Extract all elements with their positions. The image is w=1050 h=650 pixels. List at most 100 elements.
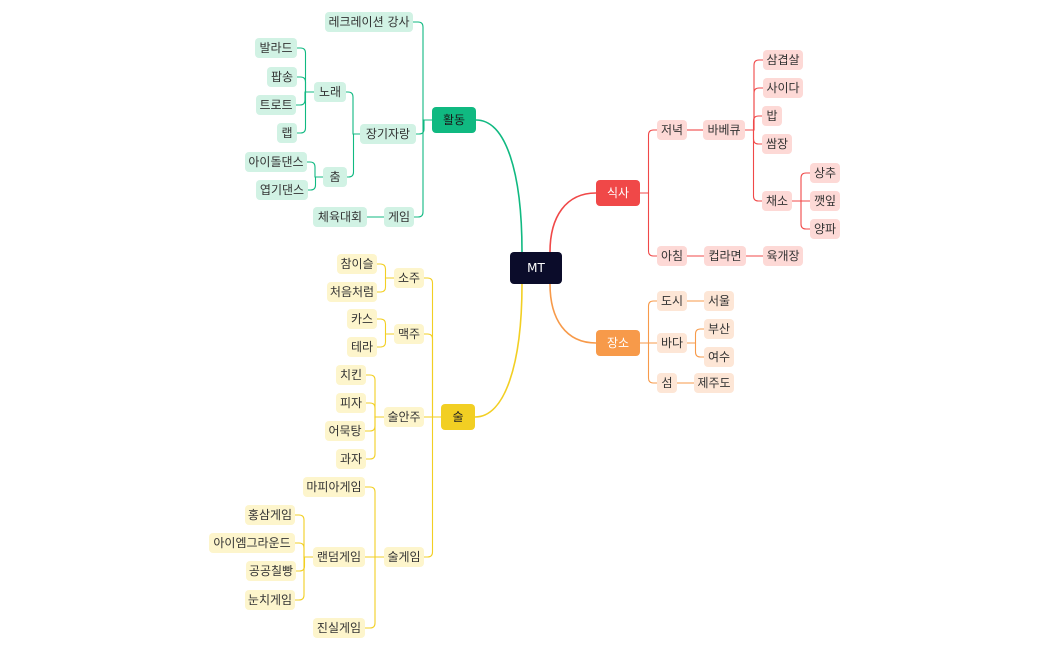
node-label: 발라드	[259, 41, 293, 55]
node-lettuce[interactable]: 상추	[810, 163, 840, 183]
node-label: 엽기댄스	[259, 183, 305, 197]
node-beer[interactable]: 맥주	[394, 324, 424, 344]
node-jeju[interactable]: 제주도	[694, 373, 734, 393]
node-label: 체육대회	[317, 210, 363, 224]
node-cider[interactable]: 사이다	[763, 78, 803, 98]
node-samgyeopsal[interactable]: 삼겹살	[763, 50, 803, 70]
connector-root-alcohol	[474, 283, 523, 418]
node-label: 공공칠빵	[248, 564, 294, 578]
node-bbq[interactable]: 바베큐	[703, 120, 745, 140]
node-rap[interactable]: 랩	[277, 123, 297, 143]
connector-snacks-chicken	[366, 374, 384, 418]
node-red-ginseng-game[interactable]: 홍삼게임	[245, 505, 295, 525]
node-chips[interactable]: 과자	[336, 449, 366, 469]
connector-talent-show-dance	[347, 133, 360, 178]
node-label: 장기자랑	[365, 127, 411, 141]
node-chicken[interactable]: 치킨	[336, 365, 366, 385]
node-rice[interactable]: 밥	[762, 106, 782, 126]
node-drinking-games[interactable]: 술게임	[384, 547, 424, 567]
node-random-game[interactable]: 랜덤게임	[313, 547, 365, 567]
node-label: 도시	[660, 294, 684, 308]
node-alcohol[interactable]: 술	[441, 404, 475, 430]
node-label: 바다	[660, 336, 684, 350]
node-label: 제주도	[697, 376, 731, 390]
node-label: 부산	[707, 322, 731, 336]
node-cup-noodle[interactable]: 컵라면	[704, 246, 746, 266]
node-yeosu[interactable]: 여수	[704, 347, 734, 367]
node-island[interactable]: 섬	[657, 373, 677, 393]
node-recreation-instructor[interactable]: 레크레이션 강사	[325, 12, 413, 32]
node-label: 저녁	[660, 123, 684, 137]
node-fishcake-soup[interactable]: 어묵탕	[325, 421, 365, 441]
connector-snacks-chips	[366, 416, 384, 460]
node-activity[interactable]: 활동	[432, 107, 476, 133]
node-label: 바베큐	[707, 123, 741, 137]
node-place[interactable]: 장소	[596, 330, 640, 356]
node-ssamjang[interactable]: 쌈장	[762, 134, 792, 154]
node-label: 춤	[329, 170, 341, 184]
connector-song-ballad	[297, 47, 314, 93]
node-trot[interactable]: 트로트	[256, 95, 296, 115]
node-idol-dance[interactable]: 아이돌댄스	[245, 152, 307, 172]
node-cheoeumcheoreom[interactable]: 처음처럼	[327, 282, 377, 302]
node-seoul[interactable]: 서울	[704, 291, 734, 311]
node-label: 서울	[707, 294, 731, 308]
node-root[interactable]: MT	[510, 252, 562, 284]
node-label: 아이엠그라운드	[213, 536, 291, 550]
node-label: 어묵탕	[328, 424, 362, 438]
connector-sea-yeosu	[687, 342, 704, 358]
connector-drinking-games-mafia-game	[365, 486, 384, 558]
node-dinner[interactable]: 저녁	[657, 120, 687, 140]
connector-place-city	[640, 300, 657, 344]
node-busan[interactable]: 부산	[704, 319, 734, 339]
node-city[interactable]: 도시	[657, 291, 687, 311]
node-label: 술게임	[387, 550, 421, 564]
node-soju[interactable]: 소주	[394, 268, 424, 288]
node-dance[interactable]: 춤	[323, 167, 347, 187]
node-label: 채소	[765, 194, 789, 208]
node-label: 아이돌댄스	[248, 155, 304, 169]
node-vegetables[interactable]: 채소	[762, 191, 792, 211]
node-mafia-game[interactable]: 마피아게임	[303, 477, 365, 497]
node-cass[interactable]: 카스	[347, 309, 377, 329]
node-nunchi-game[interactable]: 눈치게임	[245, 590, 295, 610]
node-i-am-ground[interactable]: 아이엠그라운드	[209, 533, 295, 553]
node-pop[interactable]: 팝송	[267, 67, 297, 87]
node-game[interactable]: 게임	[384, 207, 414, 227]
node-perilla[interactable]: 깻잎	[810, 191, 840, 211]
node-truth-game[interactable]: 진실게임	[313, 618, 365, 638]
connector-dance-funny-dance	[308, 176, 323, 191]
connector-alcohol-beer	[424, 333, 441, 418]
node-ballad[interactable]: 발라드	[255, 38, 297, 58]
connector-sea-busan	[687, 328, 704, 344]
node-label: 눈치게임	[247, 593, 293, 607]
node-chamisul[interactable]: 참이슬	[337, 254, 377, 274]
node-label: MT	[527, 261, 545, 275]
connector-root-activity	[475, 119, 523, 253]
node-onion[interactable]: 양파	[810, 219, 840, 239]
node-meal[interactable]: 식사	[596, 180, 640, 206]
node-gonggong-chilppang[interactable]: 공공칠빵	[246, 561, 296, 581]
node-funny-dance[interactable]: 엽기댄스	[256, 180, 308, 200]
node-snacks[interactable]: 술안주	[384, 407, 424, 427]
node-terra[interactable]: 테라	[347, 337, 377, 357]
connector-beer-cass	[377, 318, 394, 335]
node-label: 술안주	[387, 410, 421, 424]
node-yukgaejang[interactable]: 육개장	[763, 246, 803, 266]
node-pizza[interactable]: 피자	[336, 393, 366, 413]
connector-vegetables-onion	[792, 200, 810, 230]
node-sports-day[interactable]: 체육대회	[313, 207, 367, 227]
node-song[interactable]: 노래	[314, 82, 346, 102]
node-label: 랩	[281, 126, 293, 140]
node-talent-show[interactable]: 장기자랑	[360, 124, 416, 144]
node-label: 과자	[339, 452, 363, 466]
connector-root-meal	[549, 192, 597, 253]
node-label: 피자	[339, 396, 363, 410]
node-label: 트로트	[259, 98, 293, 112]
node-label: 섬	[661, 376, 673, 390]
node-breakfast[interactable]: 아침	[657, 246, 687, 266]
node-sea[interactable]: 바다	[657, 333, 687, 353]
connector-vegetables-lettuce	[792, 172, 810, 202]
